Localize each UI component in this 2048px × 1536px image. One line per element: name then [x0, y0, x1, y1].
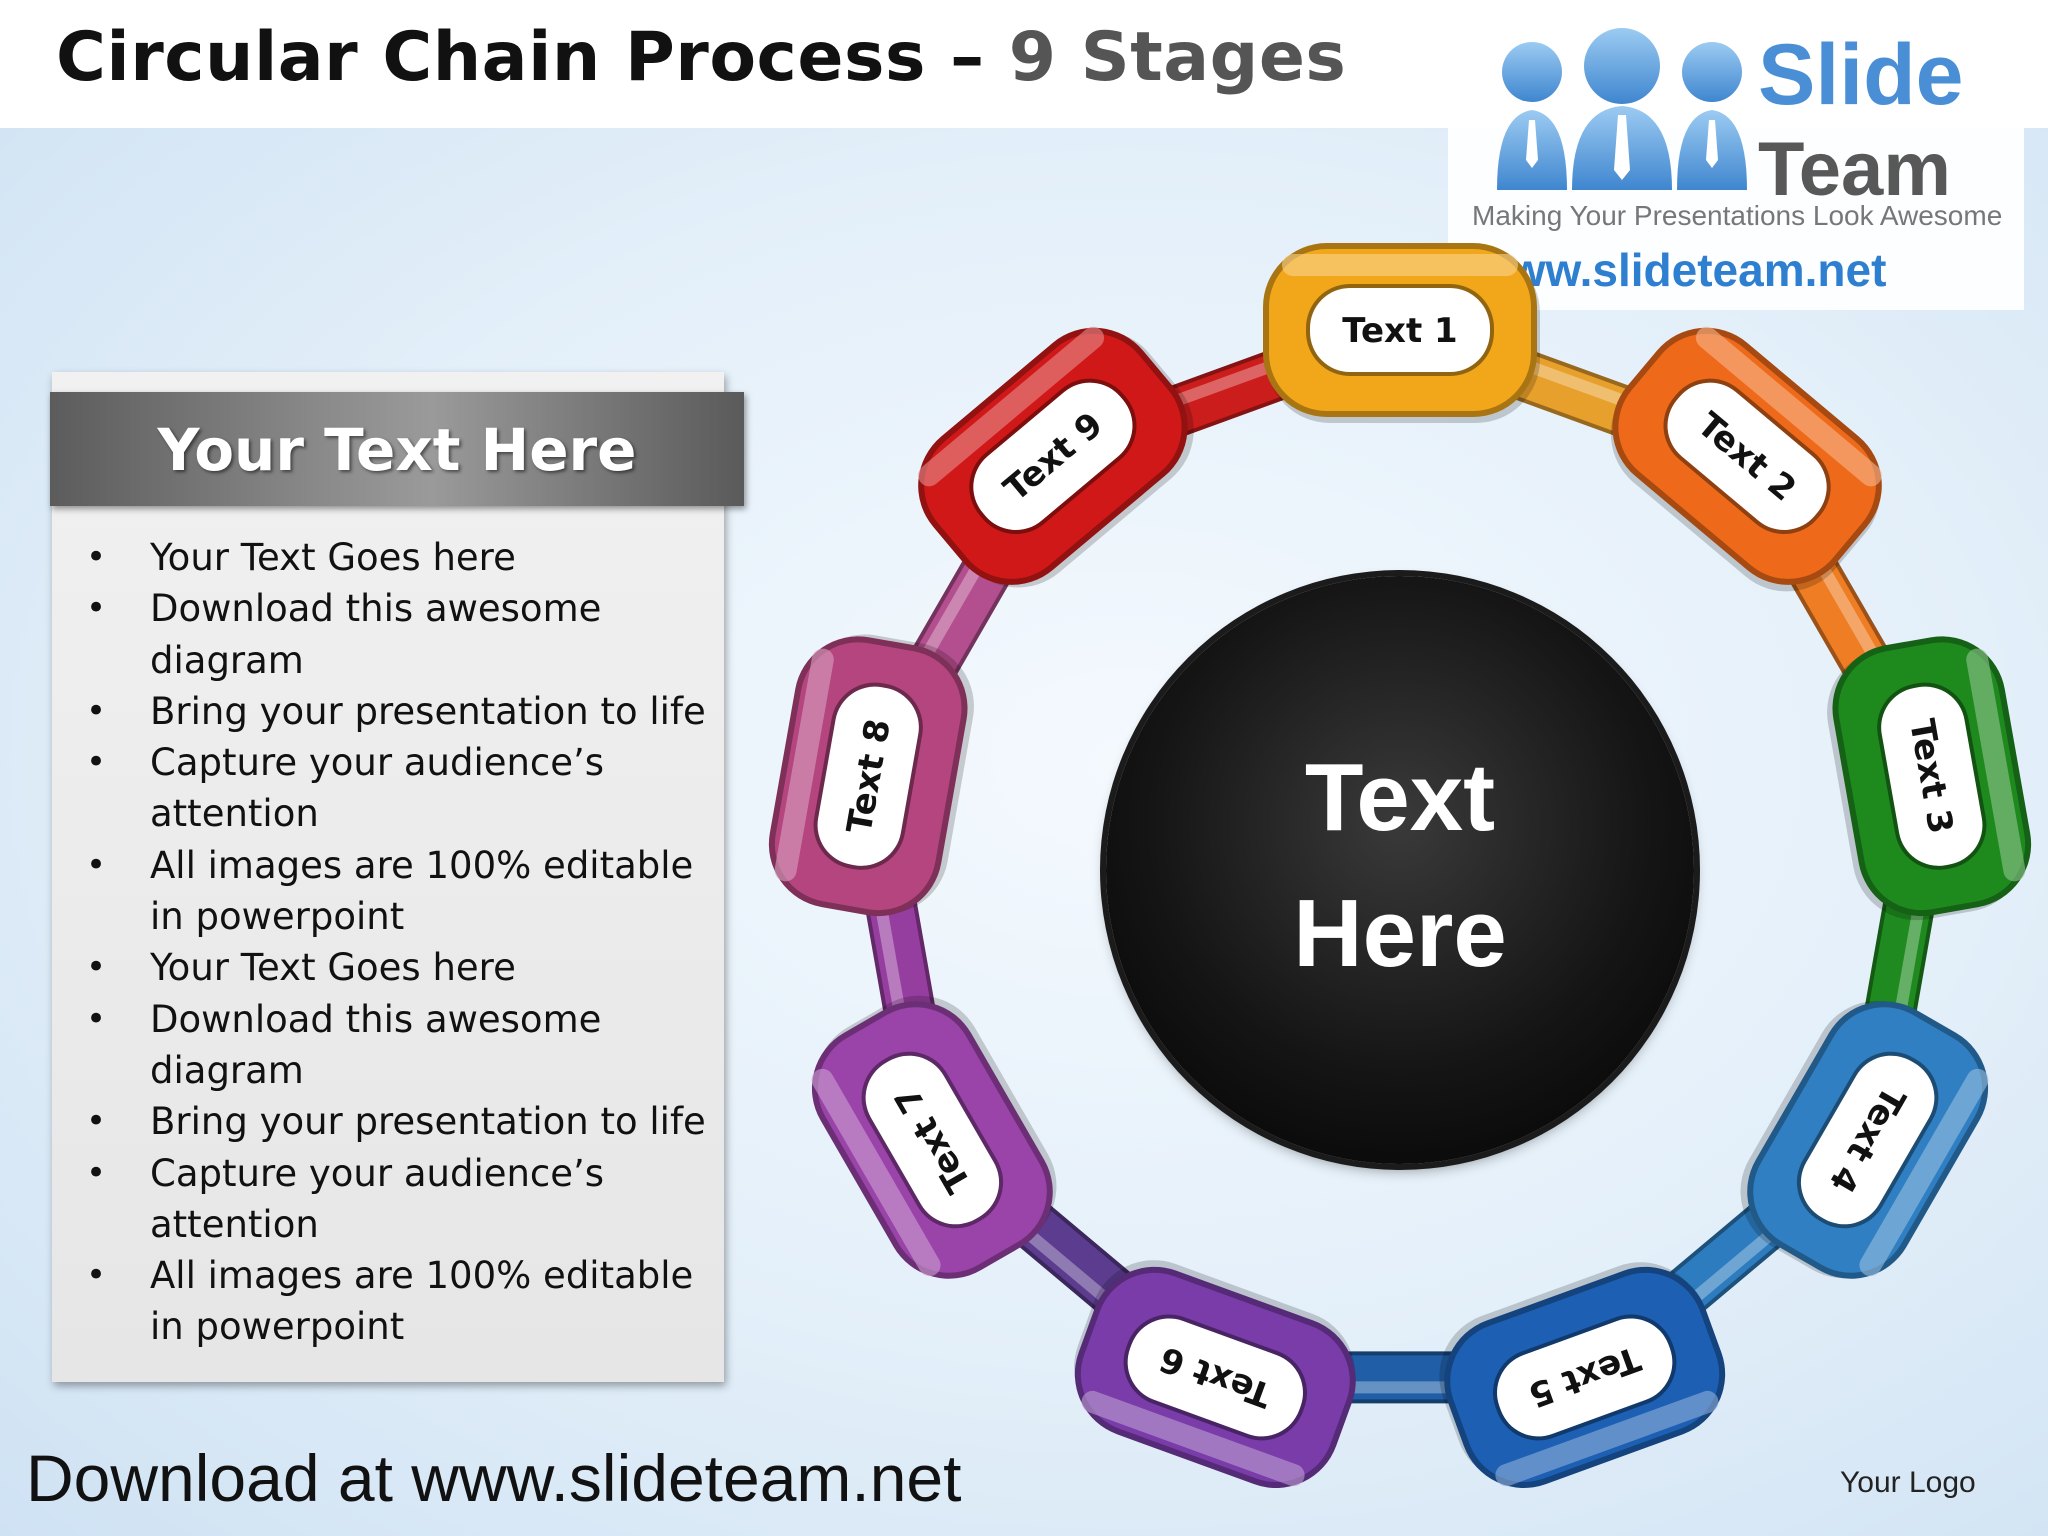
panel-header: Your Text Here — [50, 392, 744, 506]
logo-team-text: Team — [1758, 127, 1951, 212]
center-text-line2: Here — [1293, 880, 1507, 987]
bullet-item: Bring your presentation to life — [80, 686, 720, 738]
center-text: Text Here — [1106, 730, 1694, 1002]
bullet-list: Your Text Goes here Download this awesom… — [80, 532, 720, 1353]
chain-link: Text 8 — [768, 634, 974, 917]
chain-link: Text 5 — [1439, 1262, 1726, 1489]
chain-link: Text 1 — [1263, 243, 1540, 423]
people-icon — [1497, 28, 1747, 190]
center-circle — [1106, 576, 1694, 1164]
chain-link: Text 4 — [1740, 1000, 1989, 1279]
bullet-item: All images are 100% editable in powerpoi… — [80, 1250, 720, 1353]
chain-link: Text 2 — [1610, 326, 1882, 592]
panel-header-text: Your Text Here — [157, 416, 637, 484]
chain-link: Text 3 — [1827, 636, 2032, 921]
bullet-item: Download this awesome diagram — [80, 583, 720, 686]
chain-link: Text 6 — [1074, 1260, 1356, 1489]
bullet-item: All images are 100% editable in powerpoi… — [80, 840, 720, 943]
page-subtitle: 9 Stages — [1008, 18, 1347, 97]
your-logo-placeholder: Your Logo — [1840, 1466, 1976, 1499]
logo-tagline: Making Your Presentations Look Awesome — [1472, 200, 2003, 231]
page-title: Circular Chain Process – 9 Stages — [56, 18, 1347, 97]
bullet-item: Download this awesome diagram — [80, 994, 720, 1097]
bullet-item: Capture your audience’s attention — [80, 1148, 720, 1251]
bullet-item: Your Text Goes here — [80, 942, 720, 994]
bullet-item: Bring your presentation to life — [80, 1096, 720, 1148]
center-text-line1: Text — [1304, 744, 1496, 851]
bullet-item: Capture your audience’s attention — [80, 737, 720, 840]
chain-link: Text 7 — [811, 995, 1057, 1279]
logo-slide-text: Slide — [1758, 27, 1964, 123]
logo-url[interactable]: www.slideteam.net — [1474, 244, 1887, 296]
chain-link-label: Text 1 — [1342, 311, 1457, 351]
bullet-item: Your Text Goes here — [80, 532, 720, 584]
chain-link: Text 9 — [918, 326, 1194, 588]
download-link[interactable]: Download at www.slideteam.net — [26, 1441, 962, 1515]
